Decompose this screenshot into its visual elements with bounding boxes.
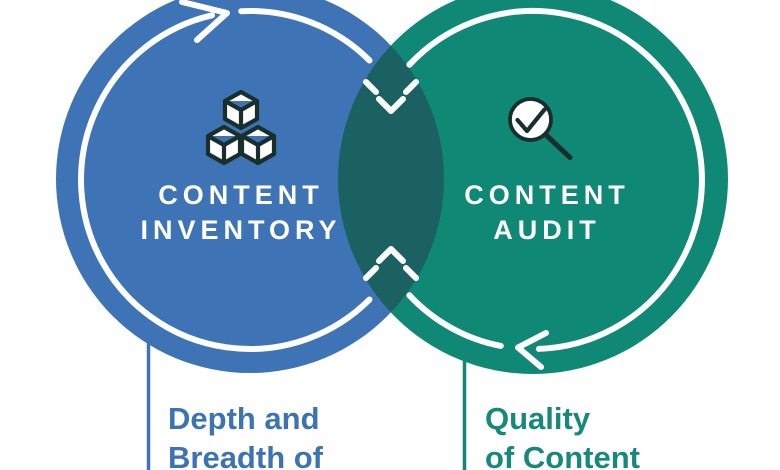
inventory-caption: Depth and Breadth of bbox=[168, 401, 323, 470]
audit-cycle-arrow bbox=[406, 8, 705, 370]
magnifier-handle bbox=[543, 132, 573, 160]
overlap-flow-chevrons bbox=[363, 79, 419, 281]
inventory-circle-title: CONTENT INVENTORY bbox=[140, 180, 342, 245]
magnifier-check-icon bbox=[508, 97, 573, 160]
chevron-up-icon bbox=[376, 246, 406, 264]
arrowhead-left-icon bbox=[515, 330, 549, 370]
audit-circle bbox=[338, 0, 728, 374]
cubes-icon bbox=[205, 89, 277, 166]
inventory-cycle-arrow bbox=[78, 0, 373, 352]
audit-caption: Quality of Content bbox=[485, 401, 640, 470]
chevron-down-icon bbox=[376, 96, 406, 114]
audit-circle-title: CONTENT AUDIT bbox=[464, 180, 630, 245]
checkmark-icon bbox=[515, 107, 547, 134]
inventory-circle bbox=[56, 0, 444, 373]
arrowhead-right-icon bbox=[179, 0, 230, 43]
